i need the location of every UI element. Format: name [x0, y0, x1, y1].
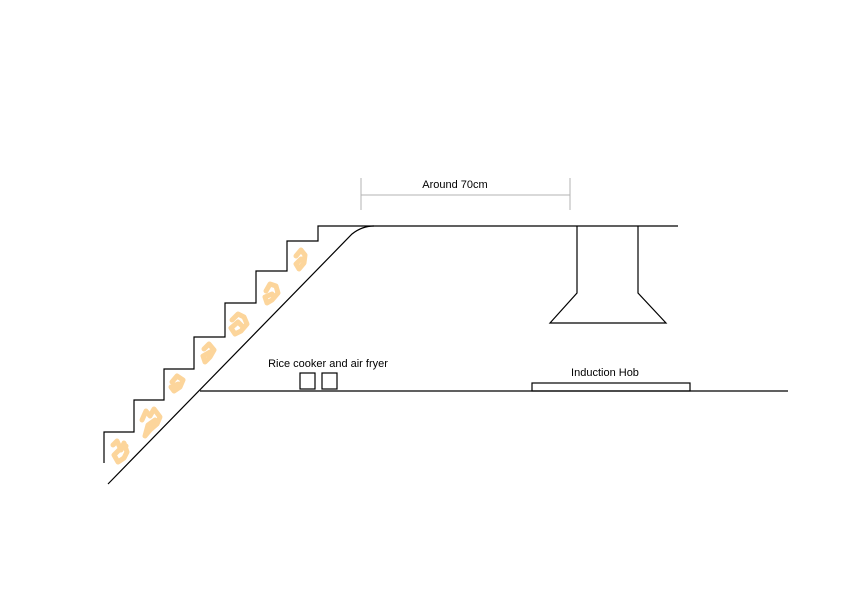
stair-mark-1 — [110, 438, 130, 465]
stair-mark-4 — [200, 341, 217, 365]
air-fryer-box — [321, 372, 338, 390]
staircase-steps — [103, 225, 360, 463]
stair-stringer — [107, 225, 375, 485]
stair-mark-7 — [293, 247, 308, 272]
stair-mark-5 — [228, 311, 250, 337]
stair-highlight-marks — [110, 247, 308, 465]
dimension-marker: Around 70cm — [360, 178, 571, 210]
hob-label: Induction Hob — [571, 367, 639, 379]
appliances-label: Rice cooker and air fryer — [268, 358, 388, 370]
range-hood — [548, 226, 668, 324]
induction-hob — [531, 382, 691, 392]
dimension-label: Around 70cm — [422, 179, 487, 191]
stair-mark-3 — [168, 373, 186, 394]
stair-mark-2 — [139, 406, 163, 439]
rice-cooker-box — [299, 372, 316, 390]
stair-mark-6 — [262, 281, 281, 306]
